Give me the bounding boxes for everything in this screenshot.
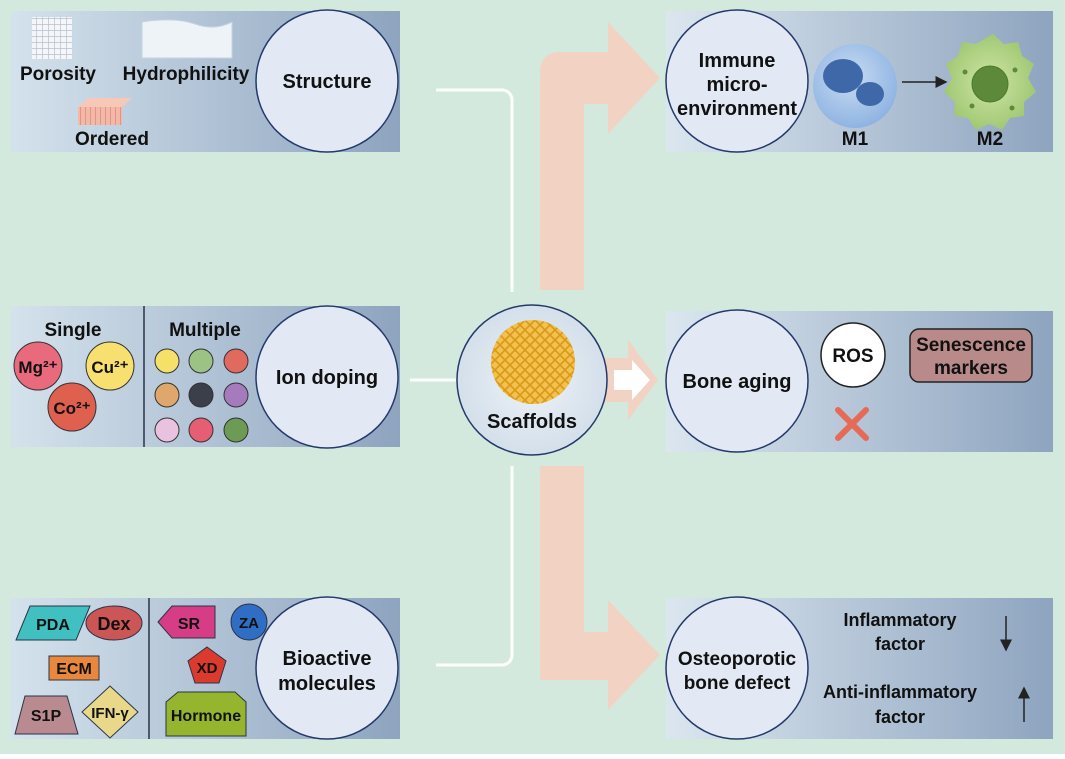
molecule-xd-shape: [187, 646, 227, 684]
bioactive-panel: PDA Dex ECM S1P IFN-γ SR ZA XD Hormone B…: [11, 596, 400, 740]
structure-item-hydrophilicity: Hydrophilicity: [123, 64, 250, 85]
ion-dot: [154, 348, 180, 374]
ion-dot: [154, 382, 180, 408]
ion-cu-label: Cu²⁺: [91, 358, 128, 377]
structure-circle: [255, 9, 399, 153]
factor2-line1: Anti-inflammatory: [823, 682, 977, 702]
osteoporotic-circle: [665, 596, 809, 740]
immune-title-line2: micro-: [706, 74, 767, 96]
molecule-hormone-label: Hormone: [171, 708, 241, 725]
molecule-sr-shape: [157, 605, 216, 639]
bioactive-title-line1: Bioactive: [283, 648, 372, 670]
cross-icon: [835, 407, 869, 441]
flow-arrows: [540, 22, 660, 710]
osteoporotic-panel: Osteoporotic bone defect Inflammatory fa…: [665, 596, 1053, 740]
molecule-za-label: ZA: [239, 615, 259, 632]
ion-multiple-dots: [154, 348, 249, 443]
m2-granule: [1012, 67, 1018, 73]
porosity-icon: [32, 17, 72, 59]
factor1-line1: Inflammatory: [843, 610, 956, 630]
molecule-pda-label: PDA: [36, 617, 70, 634]
molecule-pda-shape: [15, 605, 91, 641]
molecule-s1p-label: S1P: [31, 708, 62, 725]
molecule-sr-label: SR: [178, 616, 201, 633]
m1-nucleus-a: [823, 59, 863, 93]
molecule-dex-label: Dex: [97, 614, 130, 634]
molecule-s1p-shape: [14, 695, 79, 735]
ros-label: ROS: [832, 346, 873, 367]
molecule-ecm-shape: [48, 655, 100, 681]
m1-label: M1: [842, 129, 869, 150]
ion-dot: [188, 348, 214, 374]
ordered-icon-top: [78, 98, 132, 107]
connector-bioactive: [436, 466, 514, 667]
structure-item-ordered: Ordered: [75, 129, 149, 150]
m1-nucleus-b: [856, 82, 884, 106]
ion-co-label: Co²⁺: [53, 399, 90, 418]
ion-cu-circle: [85, 341, 135, 391]
factor1-line2: factor: [875, 634, 925, 654]
scaffolds-label: Scaffolds: [487, 411, 577, 433]
bone-aging-circle: [665, 309, 809, 453]
osteoporotic-title-line2: bone defect: [684, 673, 791, 694]
arrow-to-osteoporotic: [540, 466, 660, 710]
hydrophilicity-icon: [141, 19, 233, 59]
ion-co-circle: [47, 382, 97, 432]
m2-nucleus: [971, 65, 1009, 103]
ion-dot: [188, 382, 214, 408]
m2-granule: [1009, 105, 1015, 111]
m2-granule: [962, 69, 968, 75]
molecule-ifn-label: IFN-γ: [91, 705, 129, 722]
ion-title: Ion doping: [276, 367, 378, 389]
connector-structure: [436, 88, 514, 292]
ion-mg-circle: [13, 341, 63, 391]
ion-dot: [223, 348, 249, 374]
immune-title-line3: environment: [677, 98, 797, 120]
ion-multiple-label: Multiple: [169, 320, 241, 341]
ion-circle: [255, 305, 399, 449]
factor2-line2: factor: [875, 707, 925, 727]
senescence-line2: markers: [934, 358, 1008, 379]
ion-mg-label: Mg²⁺: [18, 358, 57, 377]
m2-granule: [969, 103, 975, 109]
structure-title: Structure: [283, 71, 372, 93]
senescence-box: [909, 328, 1033, 383]
structure-item-porosity: Porosity: [20, 64, 96, 85]
arrow-to-bone-aging-inner: [614, 360, 650, 400]
bone-aging-title: Bone aging: [683, 371, 792, 393]
ion-single-label: Single: [44, 320, 101, 341]
bioactive-circle: [255, 596, 399, 740]
structure-panel: Porosity Hydrophilicity Ordered Structur…: [11, 9, 400, 153]
ros-circle: [820, 322, 886, 388]
molecule-za-shape: [230, 603, 268, 641]
osteoporotic-title-line1: Osteoporotic: [678, 649, 797, 670]
molecule-dex-shape: [85, 605, 143, 641]
senescence-line1: Senescence: [916, 335, 1026, 356]
ion-doping-panel: Single Multiple Mg²⁺ Cu²⁺ Co²⁺ Ion dopin…: [11, 305, 400, 449]
molecule-ifn-shape: [81, 685, 139, 739]
immune-panel: Immune micro- environment M1 M2: [665, 9, 1053, 153]
scaffolds-node: Scaffolds: [456, 304, 608, 456]
bioactive-title-line2: molecules: [278, 673, 376, 695]
molecule-hormone-shape: [165, 691, 247, 737]
bone-aging-panel: Bone aging ROS Senescence markers: [665, 309, 1053, 453]
ion-dot: [223, 417, 249, 443]
immune-circle: [665, 9, 809, 153]
molecule-ecm-label: ECM: [56, 661, 92, 678]
m2-label: M2: [977, 129, 1003, 150]
molecule-xd-label: XD: [197, 660, 218, 677]
ordered-icon: [78, 107, 122, 125]
ion-dot: [188, 417, 214, 443]
ion-dot: [223, 382, 249, 408]
ion-dot: [154, 417, 180, 443]
scaffold-mesh-icon: [491, 320, 575, 404]
arrow-to-immune: [540, 22, 660, 290]
connector-lines: [410, 88, 514, 667]
immune-title-line1: Immune: [699, 50, 776, 72]
